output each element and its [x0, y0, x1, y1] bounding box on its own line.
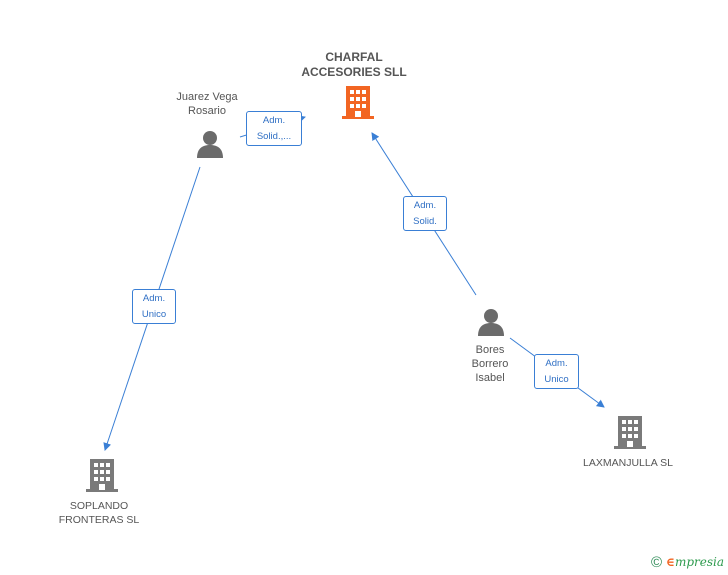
edge-label-juarez-charfal[interactable]: Adm. Solid.,... [246, 111, 302, 146]
brand-logo-mark: ∈ [666, 555, 675, 569]
edge-label-line: Unico [544, 374, 569, 385]
edge-label-line: Adm. [545, 358, 568, 369]
person-icon-juarez[interactable] [197, 131, 223, 158]
node-label-soplando[interactable]: SOPLANDO FRONTERAS SL [40, 499, 158, 527]
edge-label-line: Adm. [413, 200, 437, 211]
edge-label-line: Adm. [262, 115, 286, 126]
brand-logo-text: mpresia [674, 555, 724, 569]
edge-label-line: Adm. [142, 293, 166, 304]
node-label-line: Isabel [475, 372, 505, 384]
node-label-line: LAXMANJULLA SL [583, 457, 673, 469]
edge-label-line: Solid.,... [256, 131, 292, 142]
node-label-line: ACCESORIES SLL [301, 65, 407, 79]
node-label-line: CHARFAL [325, 50, 383, 64]
edge-label-bores-laxmanjulla[interactable]: Adm. Unico [534, 354, 579, 389]
copyright-icon: © [650, 554, 663, 571]
node-label-laxmanjulla[interactable]: LAXMANJULLA SL [566, 456, 690, 470]
edge-label-line: Solid. [413, 216, 437, 227]
person-icon-bores[interactable] [478, 309, 504, 336]
node-label-line: Rosario [188, 105, 226, 117]
edge-label-bores-charfal[interactable]: Adm. Solid. [403, 196, 447, 231]
node-label-line: SOPLANDO [69, 500, 129, 512]
node-label-line: FRONTERAS SL [58, 514, 140, 526]
building-icon-laxmanjulla[interactable] [614, 416, 646, 449]
brand-logo: ©∈mpresia [651, 554, 724, 571]
node-label-line: Borrero [471, 358, 509, 370]
building-icon-highlight[interactable] [342, 86, 374, 119]
building-icon-soplando[interactable] [86, 459, 118, 492]
edge-label-line: Unico [141, 309, 167, 320]
node-label-juarez[interactable]: Juarez Vega Rosario [150, 90, 264, 118]
node-label-line: Juarez Vega [176, 91, 238, 103]
edge-label-juarez-soplando[interactable]: Adm. Unico [132, 289, 176, 324]
node-label-bores[interactable]: Bores Borrero Isabel [440, 343, 540, 385]
node-label-charfal[interactable]: CHARFAL ACCESORIES SLL [284, 50, 424, 80]
node-label-line: Bores [475, 344, 505, 356]
